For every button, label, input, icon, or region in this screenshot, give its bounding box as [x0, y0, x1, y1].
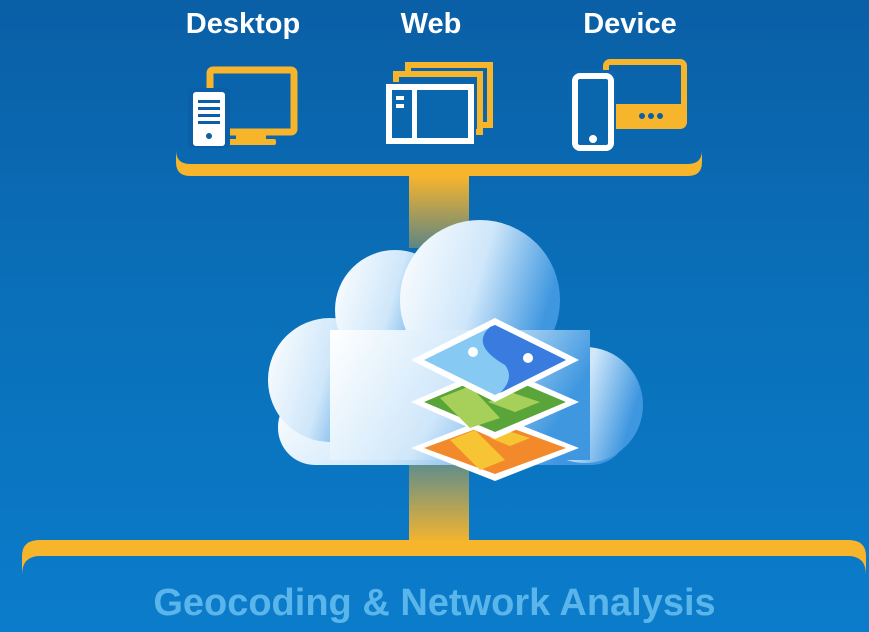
- bottom-bracket: [22, 540, 866, 575]
- client-label-web: Web: [400, 8, 462, 40]
- client-label-desktop: Desktop: [185, 8, 301, 40]
- desktop-computer-icon: [188, 66, 298, 148]
- client-label-device: Device: [583, 8, 677, 40]
- mobile-tablet-icon: [568, 59, 687, 152]
- map-layers-icon: [411, 318, 579, 481]
- footer-title: Geocoding & Network Analysis: [153, 582, 716, 624]
- top-bracket: [176, 150, 702, 176]
- web-browser-icon: [384, 62, 493, 146]
- lower-connector: [409, 462, 469, 544]
